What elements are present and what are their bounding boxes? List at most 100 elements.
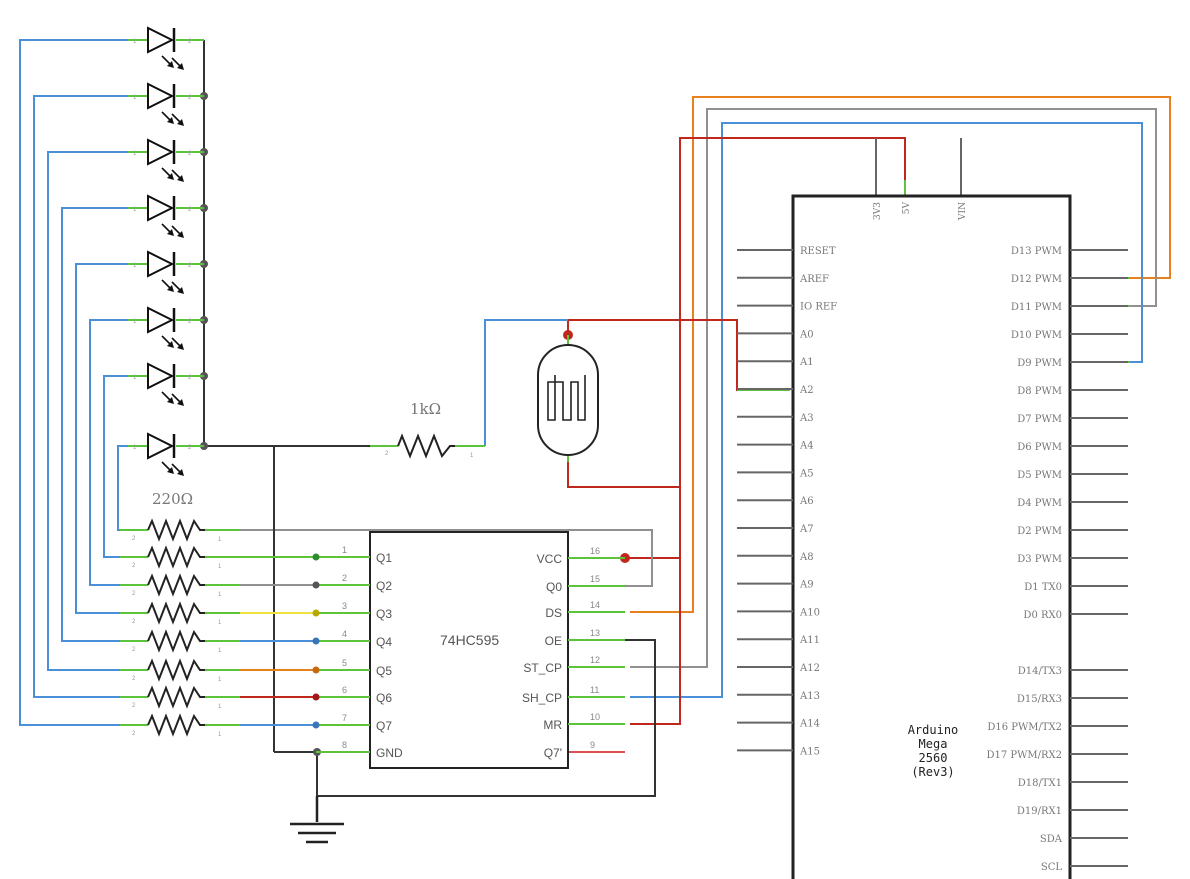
svg-text:1: 1 (133, 95, 137, 101)
svg-text:5: 5 (342, 658, 347, 668)
svg-text:2: 2 (132, 619, 136, 625)
ard-pin-a3: A3 (799, 413, 814, 424)
ard-pin-d10-pwm: D10 PWM (1011, 330, 1062, 341)
photoresistor (537, 335, 599, 462)
resistor-1k-label: 1kΩ (410, 400, 441, 418)
wire-oe-gnd (317, 639, 656, 797)
svg-text:2: 2 (132, 536, 136, 542)
svg-text:GND: GND (376, 746, 403, 760)
ard-pin-d11-pwm: D11 PWM (1011, 302, 1062, 313)
wire-gray-q0 (210, 529, 653, 587)
ard-pin-io-ref: IO REF (800, 302, 837, 313)
ard-top-pin-vin: VIN (958, 202, 968, 221)
svg-text:1: 1 (133, 445, 137, 451)
wire-gray-stcp (630, 108, 1157, 668)
ic-pin-q3: 3Q3 (312, 601, 392, 621)
svg-text:2: 2 (132, 647, 136, 653)
arduino-name-line: Mega (919, 737, 948, 751)
svg-text:2: 2 (188, 151, 192, 157)
svg-text:7: 7 (342, 713, 347, 723)
svg-text:2: 2 (188, 445, 192, 451)
svg-text:3: 3 (342, 601, 347, 611)
ard-top-pin-5v: 5V (902, 202, 912, 215)
ic-pin-q7-prime: 9Q7' (544, 740, 595, 760)
svg-text:Q2: Q2 (376, 579, 392, 593)
svg-text:2: 2 (132, 563, 136, 569)
wire-orange-ds (630, 96, 1171, 613)
svg-text:2: 2 (132, 731, 136, 737)
wire-red-5v (630, 137, 906, 725)
ard-pin-d6-pwm: D6 PWM (1017, 442, 1062, 453)
svg-text:Q7: Q7 (376, 719, 392, 733)
svg-text:1: 1 (342, 545, 347, 555)
ground-icon (290, 796, 344, 844)
arduino-name-line: Arduino (908, 723, 959, 737)
ard-pin-a11: A11 (799, 635, 820, 646)
svg-text:2: 2 (188, 263, 192, 269)
svg-text:Q1: Q1 (376, 551, 392, 565)
svg-text:Q7': Q7' (544, 746, 562, 760)
svg-text:2: 2 (342, 573, 347, 583)
ard-pin-a15: A15 (799, 746, 820, 757)
ard-pin-a4: A4 (799, 441, 814, 452)
svg-text:Q3: Q3 (376, 607, 392, 621)
svg-text:1: 1 (133, 319, 137, 325)
ard-pin-d18-tx1: D18/TX1 (1018, 778, 1062, 789)
ic-pin-q5: 5Q5 (312, 658, 392, 678)
ard-pin-d7-pwm: D7 PWM (1017, 414, 1062, 425)
arduino-name-line: 2560 (919, 751, 948, 765)
svg-text:1: 1 (470, 453, 474, 459)
ard-pin-a8: A8 (799, 552, 814, 563)
resistor-1k: 2 1 (370, 433, 485, 459)
svg-text:14: 14 (590, 600, 600, 610)
ard-pin-scl: SCL (1041, 862, 1063, 873)
svg-text:13: 13 (590, 628, 600, 638)
svg-text:2: 2 (188, 319, 192, 325)
ard-pin-a14: A14 (799, 719, 820, 730)
ard-pin-a5: A5 (799, 468, 814, 479)
ard-pin-d13-pwm: D13 PWM (1011, 246, 1062, 257)
svg-text:1: 1 (218, 564, 222, 570)
svg-text:2: 2 (188, 207, 192, 213)
svg-text:1: 1 (218, 648, 222, 654)
ard-pin-d3-pwm: D3 PWM (1017, 554, 1062, 565)
ic-name: 74HC595 (440, 632, 499, 648)
ard-pin-d14-tx3: D14/TX3 (1018, 666, 1062, 677)
ard-pin-reset: RESET (800, 246, 836, 257)
svg-text:2: 2 (385, 451, 389, 457)
ard-pin-d16-pwm-tx2: D16 PWM/TX2 (987, 722, 1062, 733)
svg-text:MR: MR (543, 718, 562, 732)
svg-text:6: 6 (342, 685, 347, 695)
svg-text:Q6: Q6 (376, 691, 392, 705)
svg-text:2: 2 (188, 375, 192, 381)
svg-text:1: 1 (218, 732, 222, 738)
wire-blue-shcp (630, 122, 1143, 698)
svg-text:OE: OE (545, 634, 562, 648)
ard-pin-d17-pwm-rx2: D17 PWM/RX2 (986, 750, 1062, 761)
ard-pin-aref: AREF (799, 274, 829, 285)
ard-pin-a13: A13 (799, 691, 820, 702)
ard-pin-sda: SDA (1040, 834, 1063, 845)
svg-text:2: 2 (132, 703, 136, 709)
svg-text:1: 1 (133, 263, 137, 269)
ard-pin-a12: A12 (799, 663, 820, 674)
svg-text:16: 16 (590, 546, 600, 556)
svg-text:Q0: Q0 (546, 580, 562, 594)
ard-pin-d0-rx0: D0 RX0 (1023, 610, 1062, 621)
ic-pin-q6: 6Q6 (312, 685, 392, 705)
